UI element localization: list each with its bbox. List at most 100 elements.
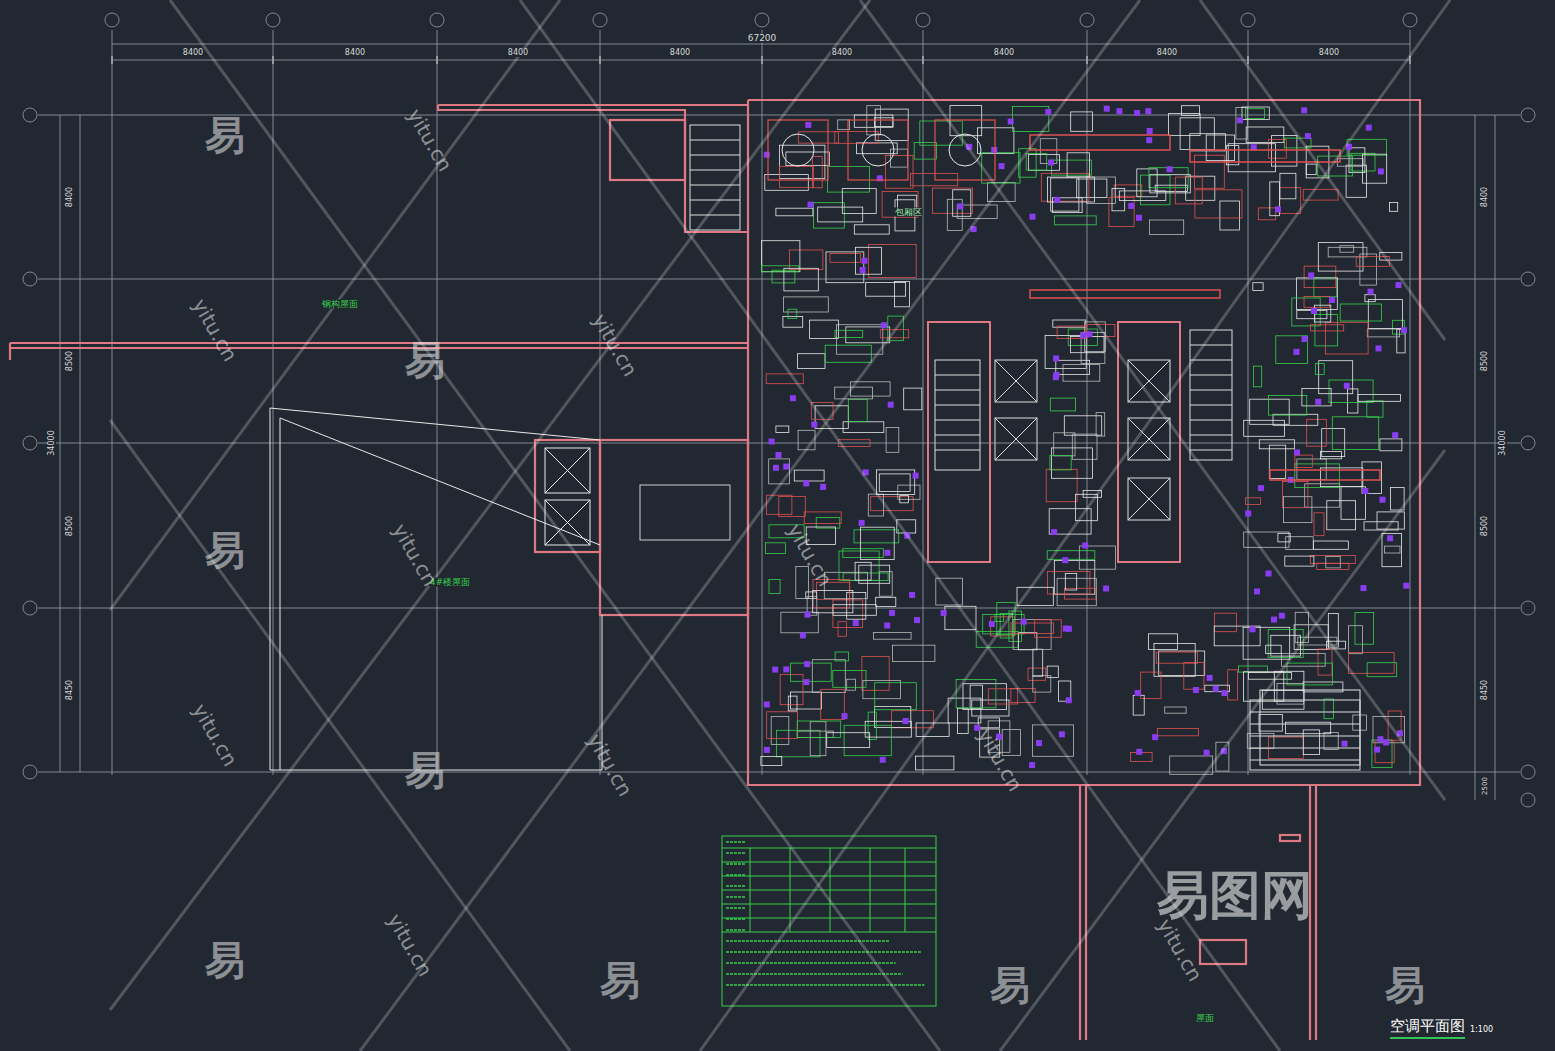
equipment-rect <box>1329 380 1373 402</box>
dining-table <box>782 134 814 166</box>
dim-line <box>112 60 1410 61</box>
equipment-rect <box>875 683 917 710</box>
fan-coil <box>764 152 770 158</box>
fan-coil <box>1366 125 1372 131</box>
equipment-rect <box>798 132 838 143</box>
fan-coil <box>1403 583 1409 589</box>
equipment-rect <box>797 721 841 738</box>
equipment-rect <box>1109 198 1134 227</box>
equipment-rect <box>871 497 913 511</box>
equipment-rect <box>1096 413 1105 437</box>
equipment-rect <box>1141 672 1161 698</box>
equipment-rect <box>1304 296 1330 307</box>
axis-bubble <box>23 272 37 286</box>
equipment-rect <box>765 175 809 191</box>
equipment-rect <box>1347 139 1386 155</box>
equipment-rect <box>837 325 883 355</box>
equipment-rect <box>830 253 861 262</box>
equipment-rect <box>1081 332 1105 363</box>
equipment-rect <box>776 426 789 432</box>
fan-coil <box>1087 331 1093 337</box>
axis-bubble <box>1521 272 1535 286</box>
equipment-rect <box>1033 676 1051 692</box>
equipment-rect <box>1355 612 1373 644</box>
equipment-rect <box>791 663 832 681</box>
fan-coil <box>989 621 995 627</box>
axis-bubble <box>1080 13 1094 27</box>
fan-coil <box>1237 117 1243 123</box>
equipment-rect <box>1154 643 1195 676</box>
fan-coil <box>991 147 997 153</box>
equipment-rect <box>876 597 896 606</box>
equipment-rect <box>1052 198 1082 213</box>
watermark: 易 <box>405 750 445 790</box>
table-text-mark <box>726 918 746 920</box>
dimension-text: 8400 <box>1481 186 1489 208</box>
equipment-rect <box>843 422 884 433</box>
equipment-rect <box>1314 513 1324 536</box>
fan-coil <box>1146 137 1152 143</box>
equipment-rect <box>948 698 981 723</box>
equipment-rect <box>835 132 879 144</box>
fan-coil <box>1030 214 1036 220</box>
equipment-rect <box>1165 707 1186 713</box>
equipment-rect <box>1050 456 1071 470</box>
equipment-rect <box>978 128 1014 154</box>
equipment-rect <box>1273 414 1318 425</box>
equipment-rect <box>788 696 797 711</box>
axis-bubble <box>1521 436 1535 450</box>
fan-coil <box>1063 626 1069 632</box>
fan-coil <box>888 402 894 408</box>
table-text-mark <box>726 984 924 986</box>
axis-bubble <box>1403 13 1417 27</box>
fan-coil <box>1245 511 1251 517</box>
fan-coil <box>913 473 919 479</box>
equipment-rect <box>796 567 809 599</box>
equipment-rect <box>797 731 833 738</box>
fan-coil <box>881 322 887 328</box>
fan-coil <box>914 617 920 623</box>
fan-coil <box>1048 160 1054 166</box>
equipment-rect <box>1242 107 1269 120</box>
equipment-rect <box>1269 140 1287 159</box>
equipment-rect <box>854 225 889 234</box>
equipment-rect <box>762 266 799 272</box>
fan-coil <box>1329 297 1335 303</box>
dim-line <box>80 115 81 772</box>
fan-coil <box>1008 119 1014 125</box>
equipment-rect <box>1307 419 1327 446</box>
equipment-rect <box>1367 401 1383 417</box>
watermark: 易 <box>205 940 245 980</box>
fan-coil <box>1308 272 1314 278</box>
equipment-rect <box>953 190 971 217</box>
fan-coil <box>1021 619 1027 625</box>
equipment-rect <box>812 157 822 188</box>
equipment-rect <box>1325 322 1368 354</box>
equipment-rect <box>892 711 934 728</box>
fan-coil <box>884 623 890 629</box>
fan-coil <box>884 550 890 556</box>
equipment-rect <box>1311 325 1344 331</box>
equipment-rect <box>1365 295 1375 302</box>
equipment-rect <box>847 679 856 690</box>
equipment-rect <box>835 330 863 337</box>
table-text-mark <box>726 863 746 865</box>
fan-coil <box>1036 740 1042 746</box>
axis-bubble <box>1241 13 1255 27</box>
dimension-text: 67200 <box>747 34 778 43</box>
equipment-rect <box>875 118 893 127</box>
fan-coil <box>1136 215 1142 221</box>
equipment-rect <box>1158 728 1199 735</box>
equipment-rect <box>771 717 789 745</box>
equipment-rect <box>1282 482 1308 508</box>
fan-coil <box>880 757 886 763</box>
dim-line <box>60 115 61 772</box>
fan-coil <box>1294 449 1300 455</box>
equipment-rect <box>833 670 866 687</box>
watermark: 易 <box>600 960 640 1000</box>
fan-coil <box>853 620 859 626</box>
fan-coil <box>1222 690 1228 696</box>
dimension-text: 8400 <box>669 49 691 57</box>
equipment-rect <box>818 207 863 222</box>
equipment-rect <box>891 149 908 167</box>
